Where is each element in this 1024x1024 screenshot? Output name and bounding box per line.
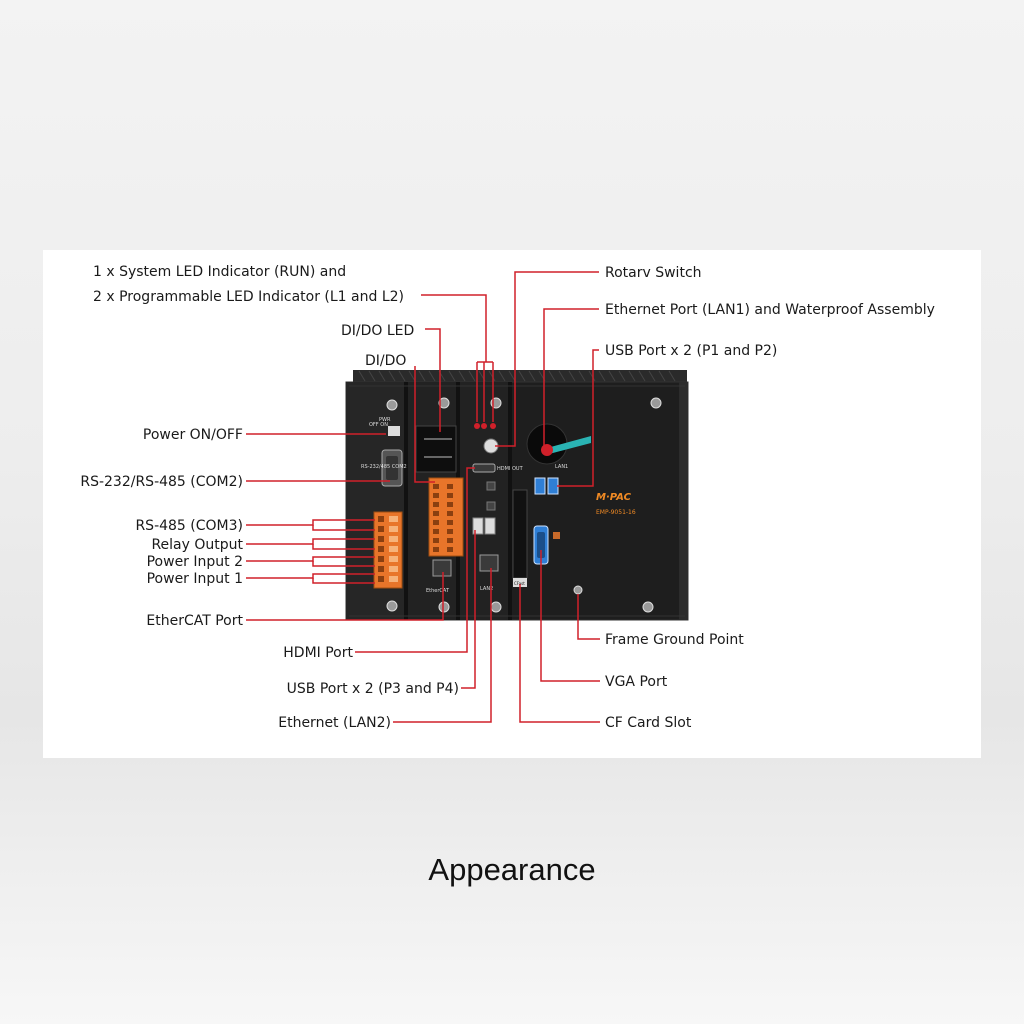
label-lan2: Ethernet (LAN2): [278, 715, 391, 731]
cfast-text: CFast: [514, 581, 525, 586]
label-frame-ground: Frame Ground Point: [605, 632, 744, 648]
label-usb-p3-p4: USB Port x 2 (P3 and P4): [287, 681, 459, 697]
label-dido-led: DI/DO LED: [341, 323, 414, 339]
label-dido: DI/DO: [365, 353, 406, 369]
screws: [386, 397, 662, 613]
lan2-small-text: LAN2: [480, 586, 493, 592]
label-power-onoff: Power ON/OFF: [143, 427, 243, 443]
label-com3: RS-485 (COM3): [135, 518, 243, 534]
label-system-led-2: 2 x Programmable LED Indicator (L1 and L…: [93, 289, 404, 305]
hdmi-port: [472, 463, 496, 473]
lan1-waterproof-cap: [526, 423, 591, 465]
terminal-block-left: [373, 511, 403, 589]
com2-small-text: RS-232/485 COM2: [361, 464, 407, 470]
lan2-port: [479, 554, 499, 572]
pwr-text: PWR: [379, 417, 391, 423]
label-cf-slot: CF Card Slot: [605, 715, 692, 731]
off-on-text: OFF ON: [369, 422, 388, 428]
terminal-block-dido: [428, 477, 464, 557]
power-switch[interactable]: [388, 426, 400, 436]
usb-p3-p4-ports: [472, 517, 496, 535]
label-hdmi: HDMI Port: [283, 645, 353, 661]
label-com2: RS-232/RS-485 (COM2): [80, 474, 243, 490]
diagram-panel: PWR OFF ON RS-232/485 COM2: [43, 250, 981, 758]
label-system-led-1: 1 x System LED Indicator (RUN) and: [93, 264, 346, 280]
label-relay-output: Relay Output: [151, 537, 243, 553]
hdmi-out-text: HDMI OUT: [497, 466, 524, 472]
label-lan1: Ethernet Port (LAN1) and Waterproof Asse…: [605, 302, 935, 318]
label-rotary: Rotarv Switch: [605, 265, 702, 281]
label-power-input-1: Power Input 1: [147, 571, 243, 587]
model-text: EMP-9051-16: [596, 509, 636, 516]
leader-lines: [246, 271, 600, 723]
label-ethercat: EtherCAT Port: [146, 613, 243, 629]
label-vga: VGA Port: [605, 674, 668, 690]
ethercat-logo-text: EtherCAT: [426, 588, 450, 594]
label-power-input-2: Power Input 2: [147, 554, 243, 570]
callout-labels: 1 x System LED Indicator (RUN) and 2 x P…: [80, 264, 935, 731]
ethercat-port: [432, 559, 452, 577]
lan1-small-text: LAN1: [555, 464, 568, 470]
label-usb-p1-p2: USB Port x 2 (P1 and P2): [605, 343, 777, 359]
system-leds: [474, 423, 496, 429]
caption-title: Appearance: [428, 852, 596, 887]
dido-led-window: [415, 425, 457, 473]
device-diagram: PWR OFF ON RS-232/485 COM2: [80, 264, 935, 731]
brand-text: M·PAC: [596, 492, 632, 503]
vga-port: [533, 525, 549, 565]
cf-card-slot: [512, 489, 528, 579]
controller-device: PWR OFF ON RS-232/485 COM2: [345, 370, 689, 621]
